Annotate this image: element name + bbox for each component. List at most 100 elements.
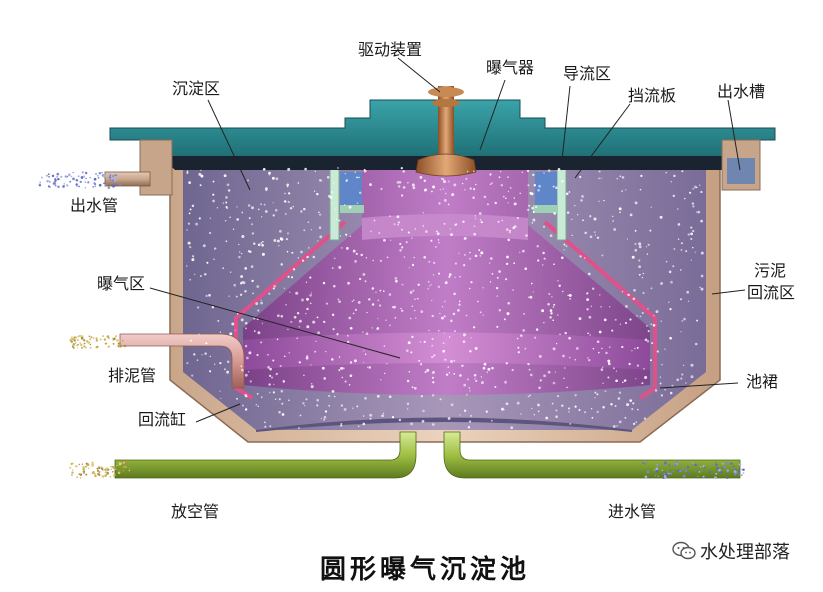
flow-particle (51, 174, 55, 178)
bubble (463, 409, 467, 412)
bubble (440, 316, 444, 320)
bubble (469, 350, 472, 353)
bubble (427, 280, 430, 283)
bubble (196, 306, 200, 309)
leader-guide-zone (561, 85, 571, 161)
flow-particle (730, 462, 733, 465)
bubble (344, 172, 347, 175)
bubble (655, 310, 659, 314)
bubble (236, 312, 239, 315)
pipe-flow-particles (38, 171, 745, 480)
bubble (532, 291, 534, 293)
bubble (420, 363, 423, 366)
flow-particle (54, 178, 57, 180)
bubble (582, 219, 584, 222)
label-outlet-trough: 出水槽 (717, 82, 766, 101)
bubble (577, 214, 579, 216)
bubble (557, 314, 559, 316)
flow-particle (98, 472, 100, 475)
bubble (665, 171, 668, 174)
bubble (424, 371, 427, 374)
flow-particle (81, 338, 84, 341)
bubble (587, 358, 591, 362)
bubble (552, 319, 555, 322)
flow-particle (725, 469, 728, 471)
flow-particle (698, 470, 701, 473)
bubble (594, 231, 596, 233)
flow-particle (69, 180, 72, 183)
bubble (596, 393, 599, 396)
bubble (406, 402, 410, 405)
bubble (647, 243, 650, 247)
bubble (232, 228, 235, 230)
bubble (482, 314, 484, 316)
flow-particle (663, 476, 667, 480)
bubble (459, 374, 462, 377)
bubble (353, 359, 357, 363)
bubble (507, 202, 509, 204)
bubble (407, 341, 411, 345)
label-aeration-zone: 曝气区 (97, 274, 146, 293)
bubble (398, 181, 402, 184)
bubble (443, 223, 446, 225)
bubble (381, 414, 384, 418)
flow-particle (732, 465, 735, 468)
flow-particle (117, 344, 121, 347)
bubble (297, 182, 300, 184)
bubble (557, 279, 559, 282)
bubble (239, 293, 243, 296)
flow-particle (87, 467, 90, 470)
bubble (198, 217, 201, 220)
bubble (318, 211, 320, 214)
bubble (489, 183, 492, 186)
bubble (372, 259, 374, 262)
flow-particle (103, 338, 107, 341)
flow-particle (109, 178, 112, 181)
bubble (383, 372, 386, 375)
bubble (317, 331, 320, 335)
bubble (431, 376, 434, 379)
flow-particle (39, 181, 42, 184)
bubble (263, 421, 266, 424)
bubble (335, 218, 338, 221)
flow-particle (117, 342, 120, 345)
bubble (643, 417, 647, 420)
flow-particle (123, 466, 125, 468)
bubble (593, 217, 597, 221)
flow-particle (111, 179, 115, 182)
flow-particle (98, 183, 102, 187)
bubble (276, 239, 280, 243)
bubble (610, 403, 613, 406)
flow-particle (118, 469, 121, 473)
flow-particle (60, 175, 63, 178)
bubble (690, 226, 693, 229)
bubble (272, 202, 274, 204)
bubble (283, 287, 286, 289)
bubble (424, 188, 428, 192)
bubble (654, 389, 658, 392)
bubble (498, 270, 501, 273)
bubble (301, 259, 305, 262)
bubble (682, 364, 685, 367)
bubble (209, 217, 212, 219)
flow-particle (78, 185, 80, 188)
bubble (507, 302, 510, 305)
flow-particle (679, 469, 683, 473)
bubble (555, 409, 558, 412)
bubble (442, 342, 445, 345)
label-aerator: 曝气器 (486, 58, 535, 77)
bubble (236, 397, 238, 400)
bubble (310, 364, 312, 366)
bubble (560, 256, 564, 260)
flow-particle (702, 475, 705, 478)
bubble (411, 183, 415, 187)
flow-particle (657, 464, 661, 467)
bubble (489, 173, 492, 176)
flow-particle (122, 461, 125, 464)
bubble (220, 397, 222, 400)
bubble (423, 255, 427, 259)
bubble (295, 291, 299, 295)
flow-particle (49, 186, 51, 188)
bubble (475, 379, 478, 383)
bubble (568, 293, 572, 297)
